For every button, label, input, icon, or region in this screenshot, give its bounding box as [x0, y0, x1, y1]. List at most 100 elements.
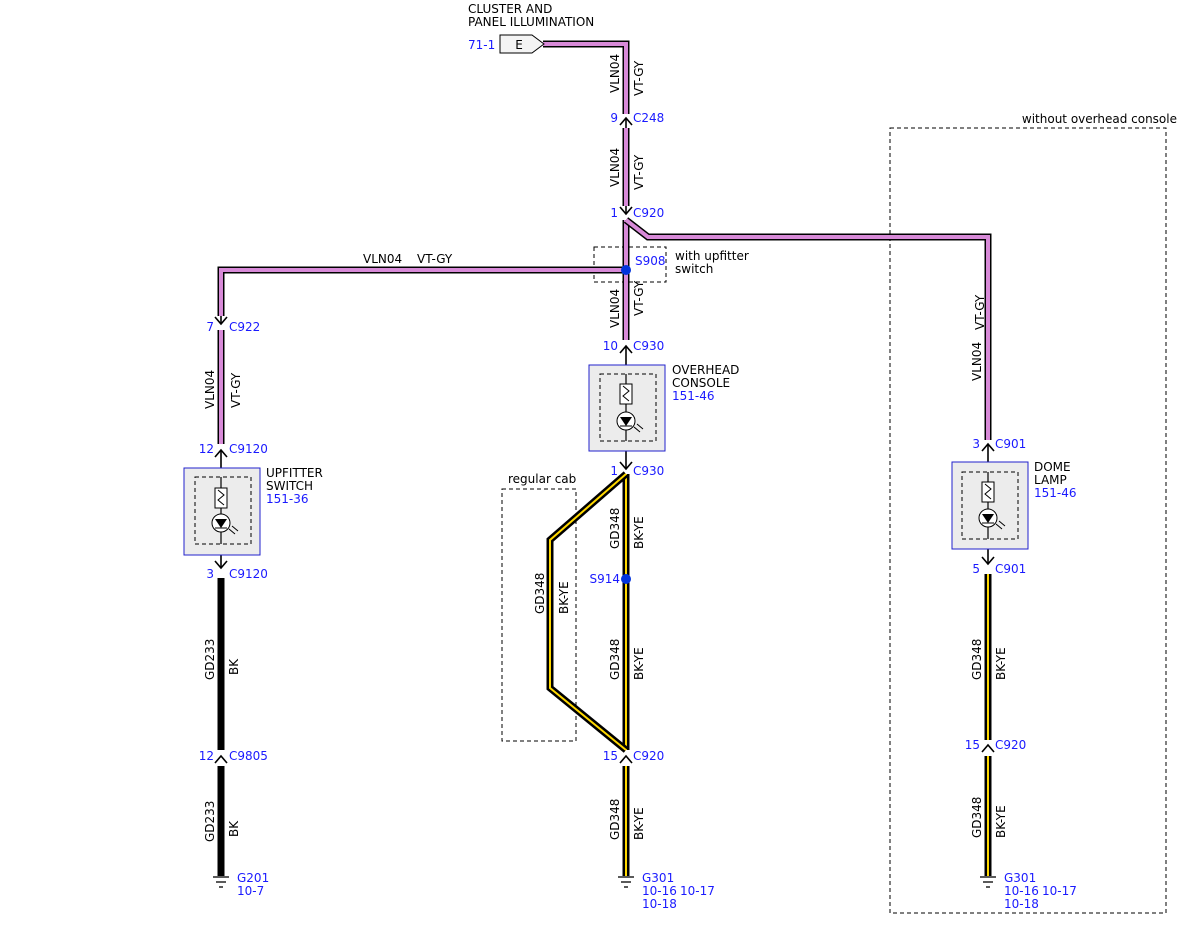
splice-s914-label: S914	[589, 572, 620, 586]
dome-lamp-name-line1: DOME	[1034, 460, 1071, 474]
connector-pin: 1	[610, 464, 618, 478]
connector-pin: 3	[206, 567, 214, 581]
component-labels: UPFITTER SWITCH 151-36 OVERHEAD CONSOLE …	[266, 363, 1077, 506]
ground-symbol-icon-g201	[213, 876, 229, 888]
power-wire-to-dome	[623, 217, 992, 440]
ground-g301-mid-ref1: 10-16	[642, 884, 677, 898]
component-inner	[961, 471, 1019, 540]
wire-color-label: BK-YE	[557, 581, 571, 614]
wire-color-label: BK-YE	[994, 647, 1008, 680]
source-title-line1: CLUSTER AND	[468, 2, 552, 16]
connector-name: C930	[633, 464, 664, 478]
overhead-console-name-line1: OVERHEAD	[672, 363, 739, 377]
splice-s908-label: S908	[635, 254, 666, 268]
power-wire-source	[543, 40, 630, 114]
ground-g301-mid-ref2: 10-17	[680, 884, 715, 898]
connector-pin: 3	[972, 437, 980, 451]
connector-name: C9120	[229, 567, 268, 581]
wire-color-label: VT-GY	[973, 294, 987, 330]
wire-color-label: VT-GY	[632, 60, 646, 96]
wire-circuit-label: VLN04	[363, 252, 402, 266]
wire-color-label: BK-YE	[632, 807, 646, 840]
c9805-arrow-icon	[214, 754, 228, 764]
connector-pin: 12	[199, 749, 214, 763]
connector-name: C9120	[229, 442, 268, 456]
wire-circuit-label: VLN04	[608, 54, 622, 93]
component-body	[588, 364, 666, 452]
wire-color-label: BK-YE	[994, 805, 1008, 838]
wire-color-label: VT-GY	[632, 280, 646, 316]
dome-lamp-ref: 151-46	[1034, 486, 1077, 500]
connector-pin: 12	[199, 442, 214, 456]
component-body	[951, 461, 1029, 550]
overhead-console-ref: 151-46	[672, 389, 715, 403]
wire-circuit-label: GD348	[608, 639, 622, 680]
wire-color-label: BK	[227, 658, 241, 675]
source-pin-label: E	[515, 38, 523, 52]
ground-g301-mid-ref3: 10-18	[642, 897, 677, 911]
source-connector: E 71-1 CLUSTER AND PANEL ILLUMINATION	[468, 2, 594, 54]
connector-name: C920	[633, 206, 664, 220]
wire-circuit-label: VLN04	[203, 370, 217, 409]
connector-name: C930	[633, 339, 664, 353]
ground-symbol-icon-g301-mid	[618, 876, 634, 888]
ground-g201-name: G201	[237, 871, 269, 885]
ground-symbol-icon-g301-right	[980, 876, 996, 888]
source-connector-shape	[499, 34, 545, 54]
wire-circuit-label: GD348	[608, 799, 622, 840]
connector-name: C9805	[229, 749, 268, 763]
component-body	[183, 467, 261, 556]
wire-color-label: VT-GY	[632, 154, 646, 190]
connector-name: C922	[229, 320, 260, 334]
splice-s914	[621, 574, 631, 584]
connector-pin: 10	[603, 339, 618, 353]
connector-pin: 9	[610, 111, 618, 125]
splice-s908	[621, 265, 631, 275]
component-inner	[599, 373, 657, 442]
wire-circuit-label: GD348	[970, 639, 984, 680]
source-ref: 71-1	[468, 38, 495, 52]
ground-g301-mid-name: G301	[642, 871, 674, 885]
wire-circuit-label: VLN04	[608, 289, 622, 328]
upfitter-switch-ref: 151-36	[266, 492, 309, 506]
connector-pin: 15	[603, 749, 618, 763]
connector-pin: 5	[972, 562, 980, 576]
ground-g201-ref: 10-7	[237, 884, 264, 898]
option-no-console-label: without overhead console	[1022, 112, 1177, 126]
connector-name: C920	[633, 749, 664, 763]
ground-g301-right-ref3: 10-18	[1004, 897, 1039, 911]
upfitter-switch-name-line2: SWITCH	[266, 479, 313, 493]
connector-name: C248	[633, 111, 664, 125]
connector-name: C901	[995, 562, 1026, 576]
c920-mid-arrow-icon	[619, 754, 633, 764]
overhead-console-name-line2: CONSOLE	[672, 376, 730, 390]
wire-circuit-label: GD348	[970, 797, 984, 838]
option-upfitter-label-line1: with upfitter	[675, 249, 749, 263]
source-title-line2: PANEL ILLUMINATION	[468, 15, 594, 29]
wire-circuit-label: GD233	[203, 639, 217, 680]
component-inner	[194, 476, 252, 545]
option-box-without-overhead-console	[889, 127, 1167, 914]
c920-right-arrow-icon	[981, 743, 995, 753]
power-wires	[217, 40, 992, 444]
connector-pin: 1	[610, 206, 618, 220]
connector-labels: 9 C248 1 C920 7 C922 10 C930 12 C9120 1 …	[199, 111, 1027, 763]
ground-wire-gd348-regular-cab	[546, 471, 629, 753]
connector-name: C920	[995, 738, 1026, 752]
ground-wires	[217, 471, 992, 876]
component-upfitter-switch	[183, 467, 261, 556]
ground-g301-right-name: G301	[1004, 871, 1036, 885]
component-overhead-console	[588, 364, 666, 452]
wire-labels: VLN04 VT-GY VLN04 VT-GY VLN04 VT-GY VLN0…	[203, 54, 1008, 842]
upfitter-switch-name-line1: UPFITTER	[266, 466, 323, 480]
connector-pin: 15	[965, 738, 980, 752]
wire-color-label: VT-GY	[229, 372, 243, 408]
component-dome-lamp	[951, 461, 1029, 550]
wire-color-label: BK	[227, 820, 241, 837]
wire-circuit-label: GD233	[203, 801, 217, 842]
wire-circuit-label: GD348	[608, 508, 622, 549]
wire-circuit-label: VLN04	[970, 342, 984, 381]
connector-stubs	[220, 118, 989, 568]
dome-lamp-name-line2: LAMP	[1034, 473, 1067, 487]
